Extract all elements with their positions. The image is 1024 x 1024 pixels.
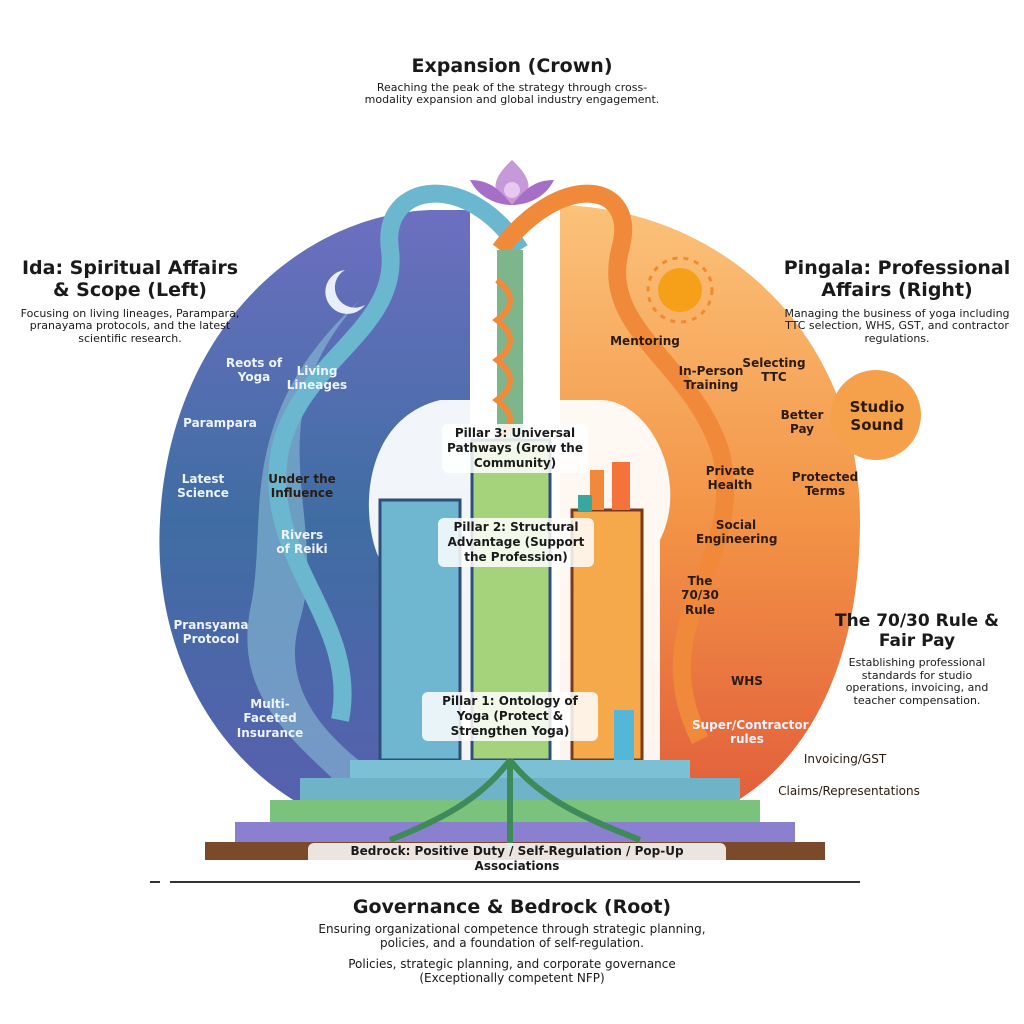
sun-icon <box>646 256 714 324</box>
pingala-item: Protected Terms <box>791 470 859 499</box>
ida-item: Multi-Faceted Insurance <box>236 697 304 740</box>
ida-block: Ida: Spiritual Affairs & Scope (Left) Fo… <box>10 257 250 346</box>
ida-item: Pransyama Protocol <box>173 618 249 647</box>
pillar-2-label: Pillar 2: Structural Advantage (Support … <box>438 518 594 567</box>
pingala-description: Managing the business of yoga including … <box>784 306 1010 345</box>
pingala-item: Claims/Representations <box>778 784 920 798</box>
bedrock-label: Bedrock: Positive Duty / Self-Regulation… <box>308 843 726 875</box>
pingala-item: Private Health <box>705 464 755 493</box>
pingala-item: Selecting TTC <box>742 356 806 385</box>
root-title: Governance & Bedrock (Root) <box>352 896 672 918</box>
ida-item: Rivers of Reiki <box>276 528 328 557</box>
step-3 <box>270 800 760 822</box>
studio-sound-bubble <box>831 370 921 460</box>
pillar-1-label: Pillar 1: Ontology of Yoga (Protect & St… <box>422 692 598 741</box>
fair-pay-title: The 70/30 Rule & Fair Pay <box>835 611 999 651</box>
pingala-item: Invoicing/GST <box>803 752 887 766</box>
ida-title: Ida: Spiritual Affairs & Scope (Left) <box>21 257 239 301</box>
studio-sound-label: Studio Sound <box>849 398 905 434</box>
pingala-channel <box>492 184 735 745</box>
root-block: Governance & Bedrock (Root) Ensuring org… <box>282 896 742 986</box>
pingala-title: Pingala: Professional Affairs (Right) <box>783 257 1011 301</box>
pingala-item: Mentoring <box>610 334 680 348</box>
fair-pay-description: Establishing professional standards for … <box>845 656 989 708</box>
pingala-item: Social Engineering <box>696 518 778 547</box>
lotus-icon <box>470 160 554 205</box>
crown-description: Reaching the peak of the strategy throug… <box>364 80 660 107</box>
pingala-item: WHS <box>731 674 763 688</box>
step-2 <box>300 778 740 800</box>
ida-item: Parampara <box>183 416 257 430</box>
ida-item: Living Lineages <box>286 364 348 393</box>
ida-item: Latest Science <box>177 472 229 501</box>
pingala-item: Better Pay <box>780 408 824 437</box>
step-4 <box>235 822 795 842</box>
ida-item: Under the Influence <box>268 472 336 501</box>
pingala-item: Super/Contractor rules <box>692 718 809 747</box>
root-note: Policies, strategic planning, and corpor… <box>348 957 676 986</box>
crown-title: Expansion (Crown) <box>411 55 613 77</box>
ida-channel <box>268 184 528 722</box>
fair-pay-block: The 70/30 Rule & Fair Pay Establishing p… <box>832 611 1002 708</box>
pingala-item: In-Person Training <box>678 364 744 393</box>
pingala-item: The 70/30 Rule <box>681 574 719 617</box>
root-description: Ensuring organizational competence throu… <box>318 921 706 950</box>
pillar-3-label: Pillar 3: Universal Pathways (Grow the C… <box>442 424 588 473</box>
ida-description: Focusing on living lineages, Parampara, … <box>20 306 240 345</box>
pingala-block: Pingala: Professional Affairs (Right) Ma… <box>782 257 1012 346</box>
ida-item: Reots of Yoga <box>225 356 283 385</box>
moon-icon <box>325 270 365 314</box>
crown-block: Expansion (Crown) Reaching the peak of t… <box>362 55 662 107</box>
roots <box>388 758 642 850</box>
